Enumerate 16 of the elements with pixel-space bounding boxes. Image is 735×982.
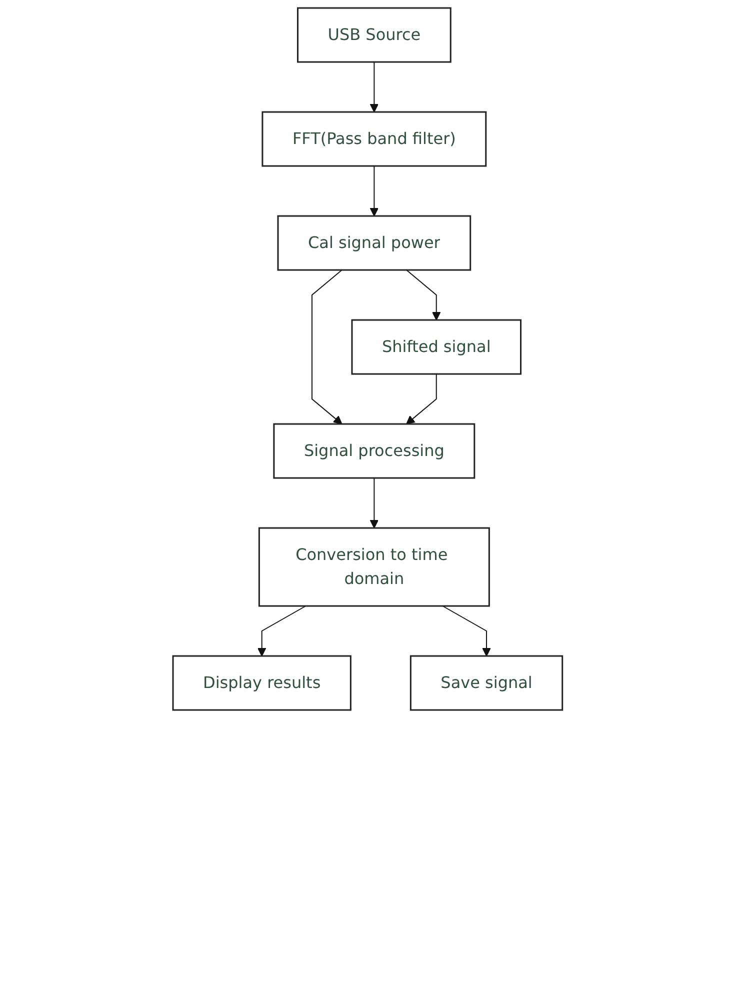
arrow <box>311 270 342 424</box>
arrow <box>370 478 378 528</box>
node-box: USB Source <box>296 7 452 63</box>
node-box: Conversion to time domain <box>258 527 490 607</box>
node-box: Cal signal power <box>277 215 471 271</box>
arrow <box>370 62 378 112</box>
node-box: Shifted signal <box>351 319 522 375</box>
arrow <box>442 606 491 656</box>
node-box: Save signal <box>410 655 563 711</box>
arrow <box>370 166 378 216</box>
node-box: Signal processing <box>273 423 475 479</box>
node-box: FFT(Pass band filter) <box>262 111 486 167</box>
arrow <box>406 374 437 424</box>
arrow <box>257 606 306 656</box>
arrow <box>406 270 441 320</box>
node-box: Display results <box>172 655 352 711</box>
